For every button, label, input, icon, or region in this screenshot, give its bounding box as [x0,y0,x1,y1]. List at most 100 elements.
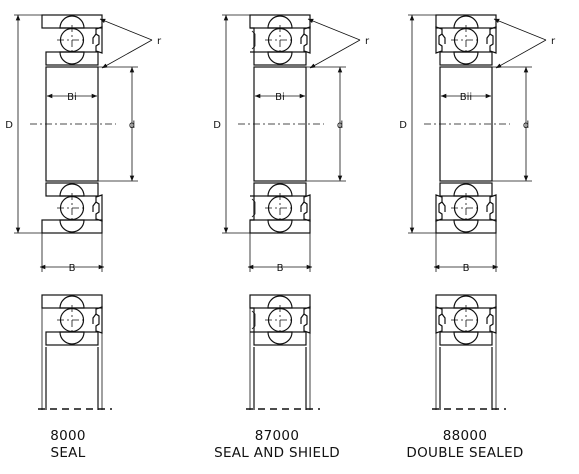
seal-lip [92,313,97,324]
inner-width-label: Bii [460,92,472,103]
raceway-groove [453,51,479,65]
seal-lip [92,33,97,44]
seal-lip [300,313,305,324]
seal-lip [300,33,305,44]
inner-width-label: Bi [67,92,77,103]
raceway-groove [267,15,293,29]
shield-closure [250,195,256,221]
inner-ring [439,51,493,66]
radius-label: r [365,36,370,47]
raceway-groove [267,183,293,197]
raceway-groove [267,51,293,65]
caption-double-sealed: 88000 DOUBLE SEALED [375,428,555,462]
seal-body [489,194,497,222]
raceway-groove [59,51,85,65]
width-label: B [69,263,76,274]
outer-diameter-label: D [399,120,407,131]
shield-closure [250,27,256,53]
seal-closure [435,194,446,222]
bearing-section [249,294,311,346]
series-name: SEAL AND SHIELD [214,445,340,461]
upper-race-section [249,14,311,66]
radius-label: r [551,36,556,47]
seal-closure [435,26,446,54]
radius-leader [495,39,547,69]
seal-closure [92,194,103,222]
ring-section [45,331,99,346]
shield-lip [251,198,256,218]
seal-closure [92,306,103,334]
upper-race-section [249,294,311,346]
bearing-section [41,14,103,234]
seal-body [303,194,311,222]
inner-ring [253,331,307,346]
seal-closure [300,194,311,222]
ring-section [439,51,493,66]
inner-ring [45,331,99,346]
upper-race-section [41,294,103,346]
series-number: 8000 [50,428,86,444]
caption-seal: 8000 SEAL [0,428,158,462]
inner-ring [253,51,307,66]
seal-lip [92,201,97,212]
seal-body [435,306,443,334]
radius-label: r [157,36,162,47]
shield-plate [250,27,255,53]
seal-lip [441,313,446,324]
radius-leader [493,18,547,41]
ring-section [45,51,99,66]
upper-race-section [435,14,497,66]
seal-body [435,194,443,222]
bearing-section [435,14,497,234]
bore-diameter-label: d [337,120,343,131]
seal-lip [486,33,491,44]
seal-closure [435,306,446,334]
radius-leader [99,18,153,41]
seal-closure [486,306,497,334]
seal-body [303,306,311,334]
raceway-groove [453,331,479,345]
seal-body [489,306,497,334]
raceway-groove [267,331,293,345]
outer-ring [41,219,103,234]
raceway-groove [59,183,85,197]
seal-body [95,194,103,222]
series-number: 88000 [442,428,488,444]
half-section-view [38,294,112,410]
seal-body [489,26,497,54]
raceway-groove [59,295,85,309]
ring-section [253,51,307,66]
upper-race-section [435,294,497,346]
shield-plate [250,307,255,333]
raceway-groove [59,219,85,233]
shield-closure [250,307,256,333]
raceway-groove [453,15,479,29]
seal-closure [486,26,497,54]
raceway-groove [59,331,85,345]
radius-leader [309,39,361,69]
half-section-view [246,294,320,410]
seal-closure [486,194,497,222]
outer-diameter-label: D [213,120,221,131]
shield-plate [250,195,255,221]
inner-ring [45,51,99,66]
radius-leader [101,39,153,69]
bearing-section [41,294,103,346]
width-label: B [277,263,284,274]
shield-lip [251,30,256,50]
ring-section [435,219,497,234]
lower-race-section [41,182,103,234]
raceway-groove [267,295,293,309]
seal-body [303,26,311,54]
series-name: DOUBLE SEALED [406,445,524,461]
ring-section [249,219,311,234]
width-label: B [463,263,470,274]
raceway-groove [267,219,293,233]
inner-ring [439,331,493,346]
bearing-section [435,294,497,346]
